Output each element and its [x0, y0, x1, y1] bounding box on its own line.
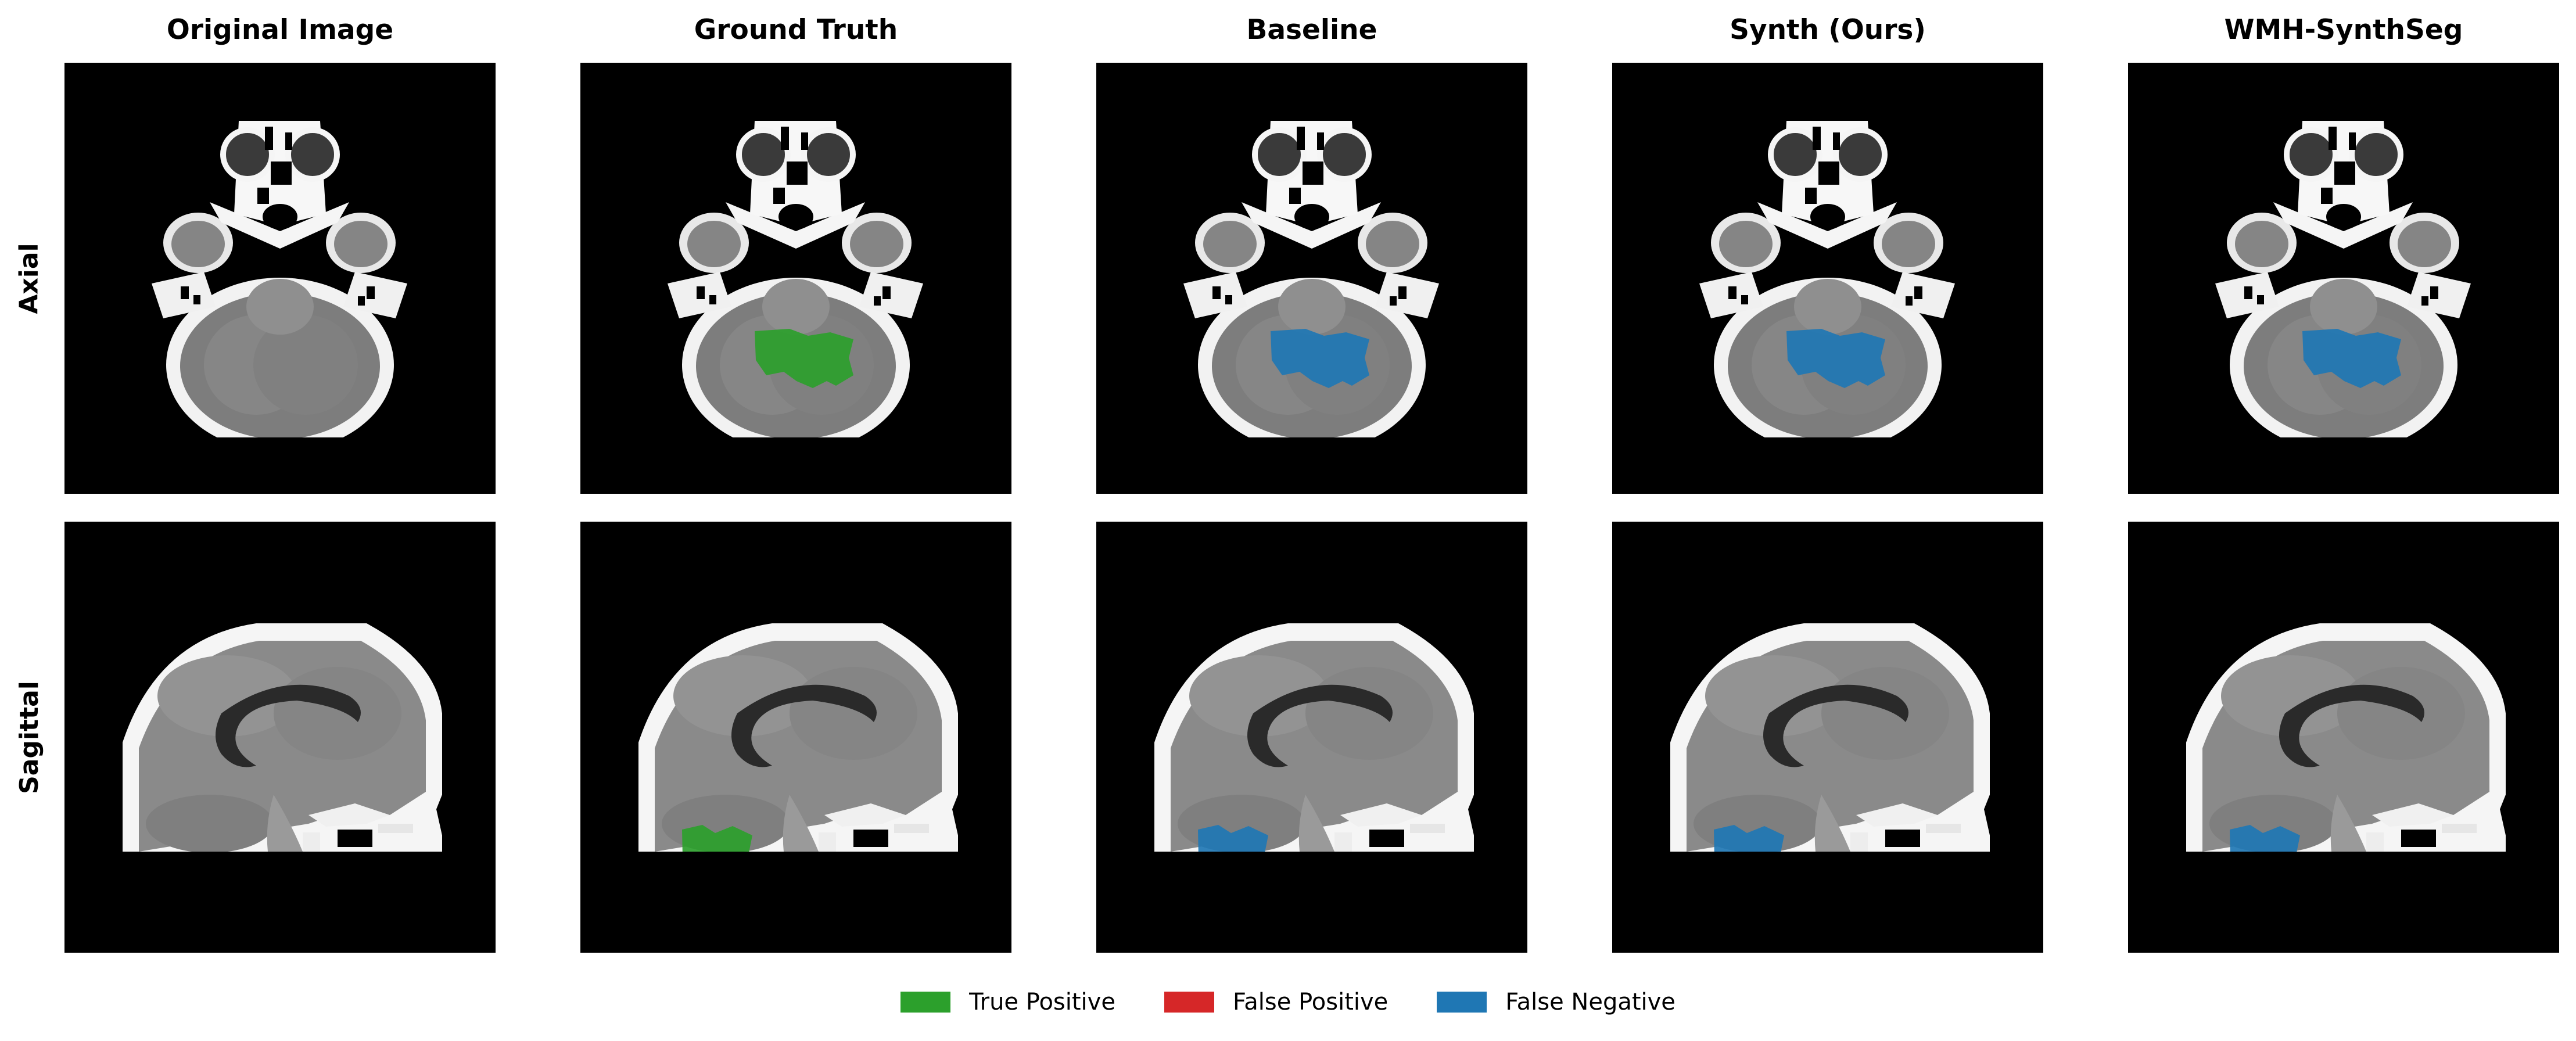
legend-label-false-positive: False Positive [1232, 989, 1389, 1015]
column-title-ground-truth: Ground Truth [694, 14, 898, 46]
panel-sagittal-baseline [1096, 522, 1527, 953]
sagittal-ct-slice-image [1096, 522, 1527, 953]
axial-ct-slice-image [2128, 63, 2559, 494]
sagittal-ct-slice-image [1612, 522, 2043, 953]
column-title-synth-ours: Synth (Ours) [1730, 14, 1926, 46]
axial-ct-slice-image [1612, 63, 2043, 494]
column-title-baseline: Baseline [1246, 14, 1377, 46]
panel-sagittal-synth-ours [1612, 522, 2043, 953]
legend-swatch-false-positive [1164, 992, 1214, 1013]
panel-sagittal-ground-truth [580, 522, 1011, 953]
axial-ct-slice-image [580, 63, 1011, 494]
sagittal-ct-slice-image [580, 522, 1011, 953]
legend-swatch-false-negative [1437, 992, 1487, 1013]
legend-swatch-true-positive [900, 992, 951, 1013]
row-label-axial-text: Axial [14, 242, 44, 314]
panel-axial-baseline [1096, 63, 1527, 494]
row-label-axial: Axial [12, 63, 46, 494]
column-title-wmh-synthseg: WMH-SynthSeg [2224, 14, 2463, 46]
row-label-sagittal: Sagittal [12, 522, 46, 953]
axial-ct-slice-image [1096, 63, 1527, 494]
legend-label-true-positive: True Positive [969, 989, 1115, 1015]
legend-item-true-positive: True Positive [900, 989, 1115, 1015]
panel-sagittal-original-image [64, 522, 496, 953]
legend-label-false-negative: False Negative [1505, 989, 1676, 1015]
legend-item-false-negative: False Negative [1437, 989, 1676, 1015]
sagittal-ct-slice-image [64, 522, 496, 953]
panel-axial-wmh-synthseg [2128, 63, 2559, 494]
sagittal-ct-slice-image [2128, 522, 2559, 953]
column-title-original-image: Original Image [166, 14, 394, 46]
legend: True Positive False Positive False Negat… [0, 986, 2576, 1018]
legend-item-false-positive: False Positive [1164, 989, 1388, 1015]
row-label-sagittal-text: Sagittal [14, 680, 44, 794]
panel-sagittal-wmh-synthseg [2128, 522, 2559, 953]
axial-ct-slice-image [64, 63, 496, 494]
panel-axial-original-image [64, 63, 496, 494]
panel-axial-synth-ours [1612, 63, 2043, 494]
panel-axial-ground-truth [580, 63, 1011, 494]
